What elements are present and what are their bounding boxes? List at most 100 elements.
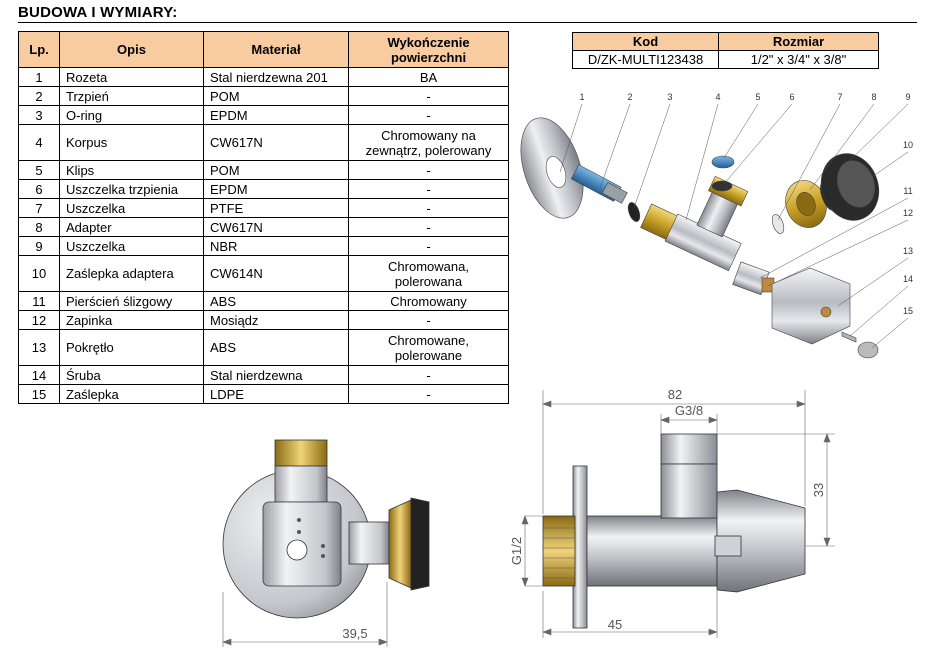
row-lp: 11 xyxy=(18,291,60,311)
row-lp: 6 xyxy=(18,179,60,199)
header-opis: Opis xyxy=(59,31,204,68)
row-material: EPDM xyxy=(203,179,349,199)
part-number-label: 8 xyxy=(871,92,876,102)
part-number-label: 15 xyxy=(903,306,913,316)
row-finish: Chromowana,polerowana xyxy=(348,255,509,292)
row-material: Stal nierdzewna 201 xyxy=(203,67,349,87)
row-finish-line1: - xyxy=(426,386,431,402)
row-finish-line2: zewnątrz, polerowany xyxy=(365,142,492,158)
row-finish-line1: - xyxy=(426,181,431,197)
side-handle xyxy=(716,489,806,593)
header-rozmiar: Rozmiar xyxy=(718,32,879,51)
dimension-thread-side: G1/2 xyxy=(509,537,524,565)
row-material: LDPE xyxy=(203,384,349,404)
front-adapter-cap xyxy=(410,497,430,591)
row-finish: Chromowane,polerowane xyxy=(348,329,509,366)
part-o-ring xyxy=(627,202,641,222)
part-handle xyxy=(771,267,851,345)
row-lp: 10 xyxy=(18,255,60,292)
parts-table: Lp. Opis Materiał Wykończenie powierzchn… xyxy=(18,31,509,404)
row-material: CW617N xyxy=(203,124,349,161)
part-stem xyxy=(570,164,628,204)
part-number-label: 2 xyxy=(627,92,632,102)
row-opis: Pokrętło xyxy=(59,329,204,366)
part-number-label: 13 xyxy=(903,246,913,256)
row-material: Mosiądz xyxy=(203,310,349,330)
dimension-base-length: 45 xyxy=(608,617,622,632)
header-finish: Wykończenie powierzchni xyxy=(348,31,509,68)
front-view-drawing: 39,5 xyxy=(222,439,430,647)
row-lp: 7 xyxy=(18,198,60,218)
row-material: POM xyxy=(203,160,349,180)
row-finish: - xyxy=(348,365,509,385)
row-finish: - xyxy=(348,310,509,330)
part-number-label: 7 xyxy=(837,92,842,102)
header-kod: Kod xyxy=(572,32,719,51)
row-lp: 3 xyxy=(18,105,60,125)
row-opis: Śruba xyxy=(59,365,204,385)
part-number-label: 12 xyxy=(903,208,913,218)
row-material: PTFE xyxy=(203,198,349,218)
row-finish-line1: Chromowany na xyxy=(381,127,476,143)
row-finish-line1: Chromowana, xyxy=(388,258,469,274)
code-table-header: Kod Rozmiar xyxy=(572,32,879,51)
part-number-label: 4 xyxy=(715,92,720,102)
row-lp: 2 xyxy=(18,86,60,106)
row-lp: 5 xyxy=(18,160,60,180)
row-finish-line1: Chromowane, xyxy=(388,332,469,348)
row-lp: 12 xyxy=(18,310,60,330)
row-material: ABS xyxy=(203,329,349,366)
front-top-thread xyxy=(274,439,328,467)
row-finish: Chromowany xyxy=(348,291,509,311)
row-finish-line1: - xyxy=(426,219,431,235)
row-opis: Korpus xyxy=(59,124,204,161)
dimension-height: 33 xyxy=(811,483,826,497)
row-lp: 15 xyxy=(18,384,60,404)
part-number-label: 6 xyxy=(789,92,794,102)
row-opis: O-ring xyxy=(59,105,204,125)
part-number-label: 1 xyxy=(579,92,584,102)
row-finish-line1: - xyxy=(426,312,431,328)
row-finish-line2: polerowane xyxy=(394,347,463,363)
row-lp: 9 xyxy=(18,236,60,256)
row-opis: Pierścień ślizgowy xyxy=(59,291,204,311)
row-finish: - xyxy=(348,86,509,106)
row-finish: - xyxy=(348,198,509,218)
row-lp: 8 xyxy=(18,217,60,237)
row-material: ABS xyxy=(203,291,349,311)
row-opis: Uszczelka xyxy=(59,198,204,218)
part-screw xyxy=(841,331,857,343)
row-finish: - xyxy=(348,217,509,237)
dimension-total-length: 82 xyxy=(668,387,682,402)
header-lp: Lp. xyxy=(18,31,60,68)
part-number-label: 10 xyxy=(903,140,913,150)
row-lp: 1 xyxy=(18,67,60,87)
row-lp: 4 xyxy=(18,124,60,161)
row-finish: - xyxy=(348,179,509,199)
part-number-label: 5 xyxy=(755,92,760,102)
row-material: NBR xyxy=(203,236,349,256)
row-opis: Uszczelka trzpienia xyxy=(59,179,204,199)
header-finish-line1: Wykończenie xyxy=(387,34,470,50)
part-stem-seal xyxy=(711,180,733,192)
section-heading: BUDOWA I WYMIARY: xyxy=(18,4,178,21)
row-opis: Zaślepka xyxy=(59,384,204,404)
row-opis: Zapinka xyxy=(59,310,204,330)
part-number-label: 11 xyxy=(903,186,912,196)
front-adapter-ring xyxy=(388,499,412,589)
row-finish: - xyxy=(348,236,509,256)
part-ptfe-gasket xyxy=(771,214,785,234)
part-body xyxy=(640,175,749,272)
row-finish-line1: - xyxy=(426,367,431,383)
product-code: D/ZK-MULTI123438 xyxy=(572,50,719,69)
row-finish-line2: polerowana xyxy=(394,273,463,289)
row-finish-line1: Chromowany xyxy=(390,293,467,309)
